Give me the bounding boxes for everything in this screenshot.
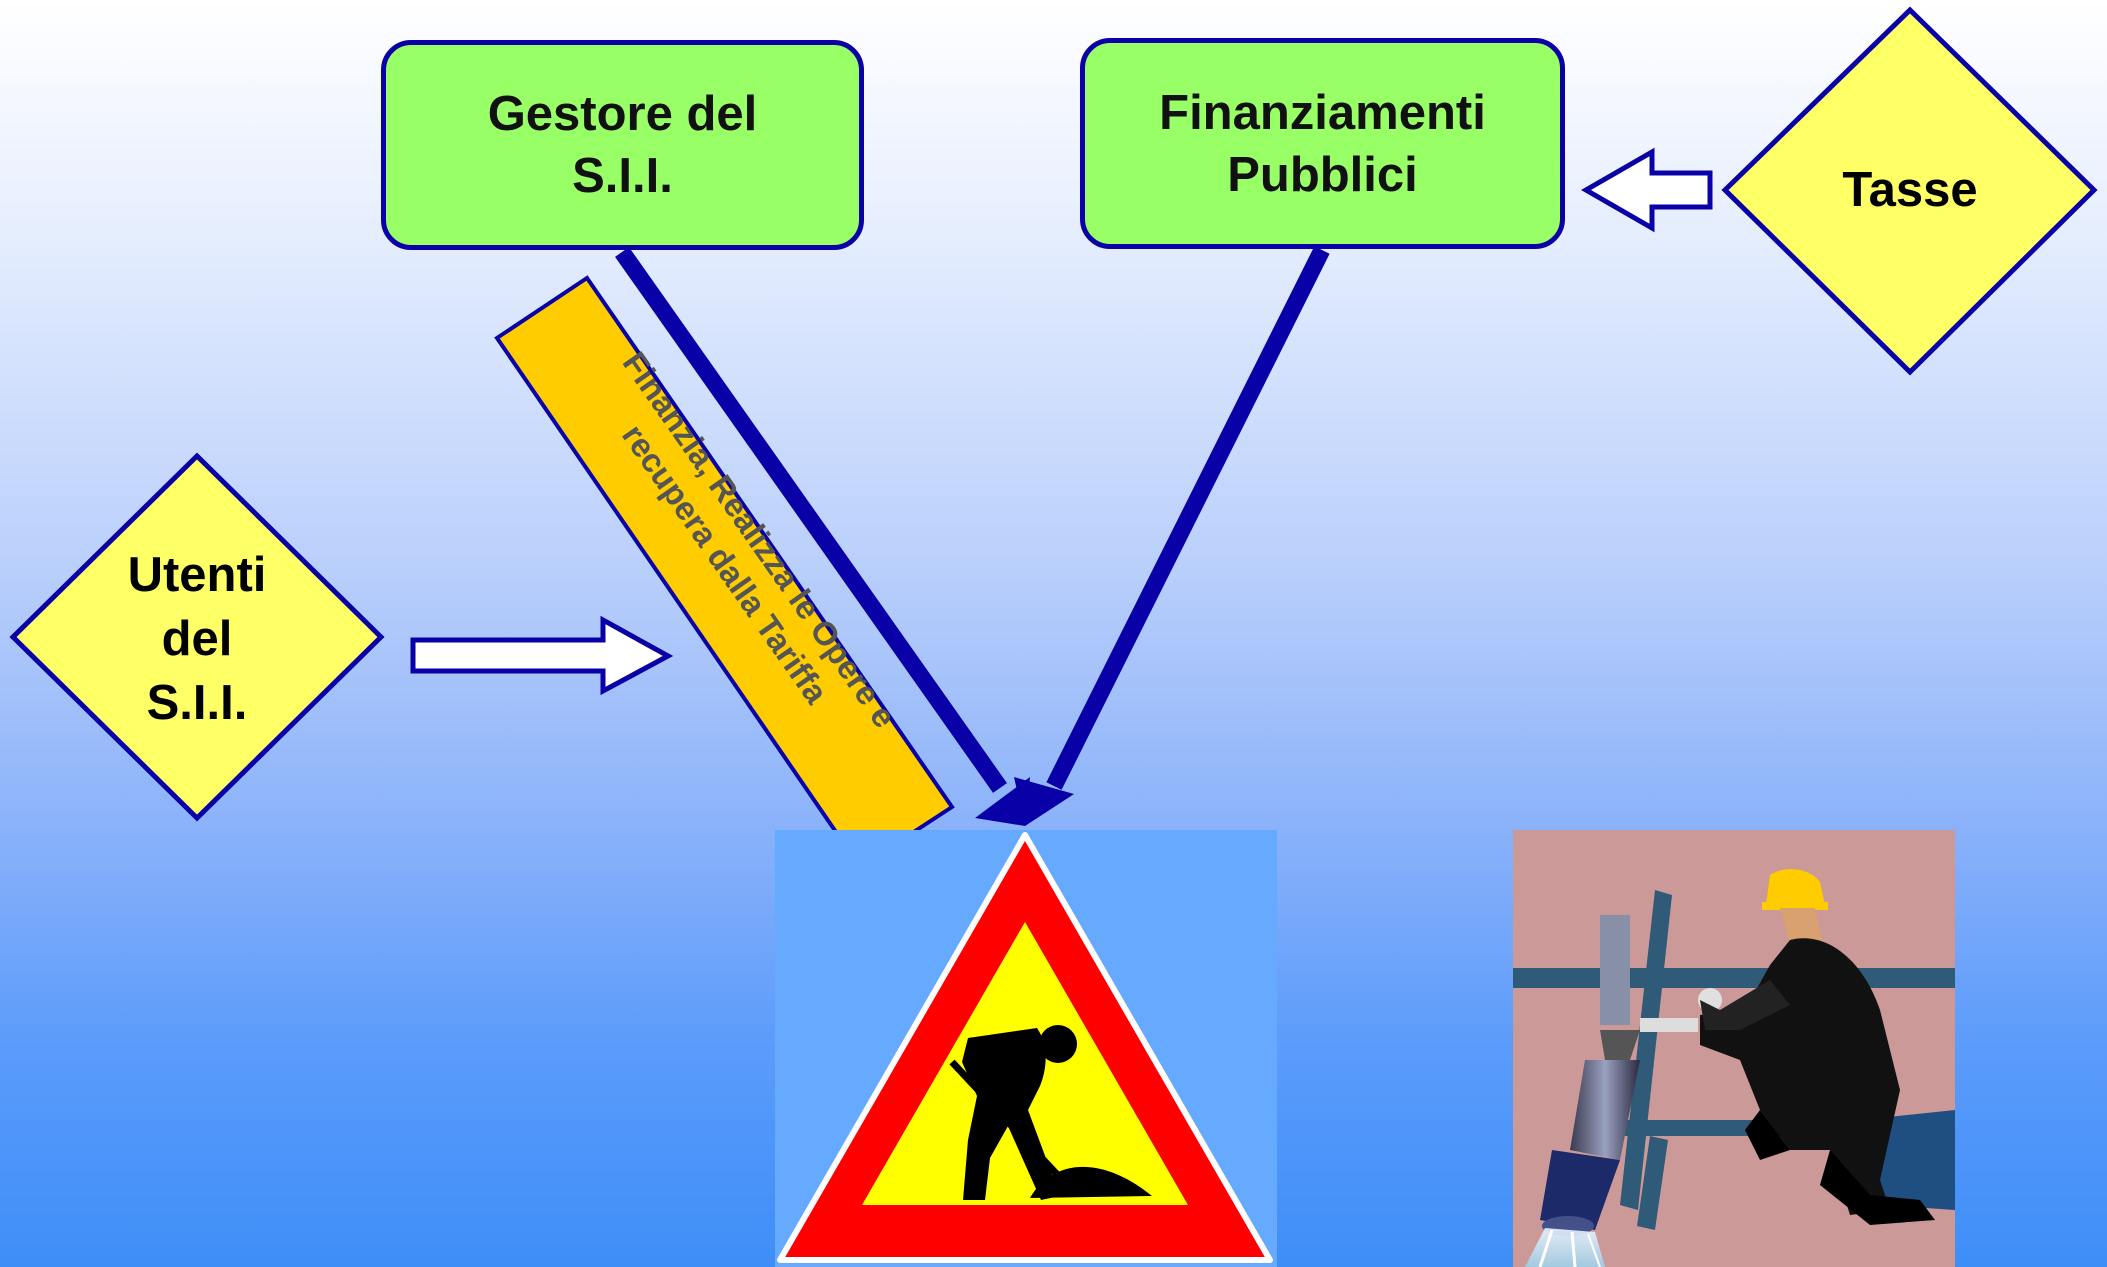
finanziamenti-box: Finanziamenti Pubblici	[1080, 38, 1565, 249]
utenti-label: Utenti del S.I.I.	[127, 548, 267, 730]
finanziamenti-arrow-line	[1046, 246, 1330, 790]
gestore-label: Gestore del S.I.I.	[487, 87, 758, 203]
finanziamenti-label: Finanziamenti Pubblici	[1159, 85, 1486, 202]
finanziamenti-arrow-head	[1014, 777, 1074, 826]
tariffa-banner	[494, 275, 955, 870]
utenti-diamond	[9, 452, 385, 822]
roadwork-sign-icon	[775, 830, 1277, 1267]
utenti-arrow	[410, 615, 674, 696]
tasse-diamond	[1721, 6, 2098, 376]
tasse-label: Tasse	[1842, 163, 1978, 217]
gestore-arrow-head	[975, 777, 1030, 826]
worker-pipe-icon	[1513, 830, 1955, 1267]
gestore-arrow-line	[615, 247, 1007, 793]
tasse-to-finanziamenti-arrow	[1580, 147, 1713, 233]
gestore-box: Gestore del S.I.I.	[381, 40, 864, 250]
